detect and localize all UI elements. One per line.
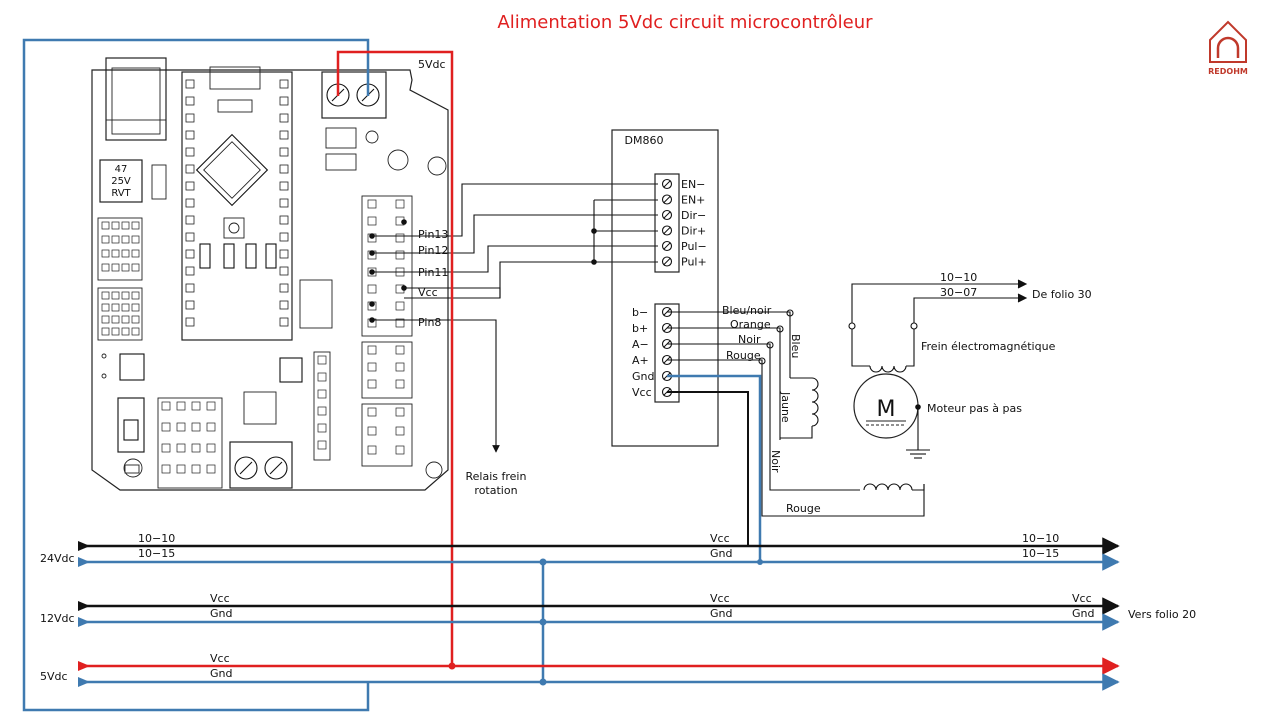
cap-marking-2: 25V [111,176,131,187]
signal-terminal-label: Pul− [681,240,707,253]
driver-vcc-wire [667,391,749,546]
rail-12v [78,597,1120,631]
pin12-label: Pin12 [418,244,448,257]
electromagnetic-brake [848,279,1028,373]
winding-bleu: Bleu [789,334,802,358]
brake-from: De folio 30 [1032,288,1092,301]
power-terminal-label: Gnd [632,370,654,383]
rail-24v [78,537,1120,571]
rail-12v-bottom-mid: Gnd [710,607,732,620]
brake-wire-2: 30−07 [940,286,977,299]
rail-5v-top-left: Vcc [210,652,230,665]
power-terminal-label: Vcc [632,386,652,399]
rail-12v-dest: Vers folio 20 [1128,608,1196,621]
winding-rouge: Rouge [786,502,821,515]
power-terminal-label: b− [632,306,648,319]
diagram-title: Alimentation 5Vdc circuit microcontrôleu… [497,12,873,33]
signal-wires [372,183,658,453]
board-5v-line [336,50,454,666]
rail-24v-bottom-left: 10−15 [138,547,175,560]
gnd-bus-dots [539,558,547,686]
wire-ends [758,309,794,365]
vcc-pin-label: Vcc [418,286,438,299]
power-terminal-label: b+ [632,322,648,335]
redohm-logo: REDOHM [1208,20,1248,76]
motor-symbol: M [877,397,896,422]
junction-dots [591,228,597,265]
wire-orange: Orange [730,318,771,331]
rail-12v-top-left: Vcc [210,592,230,605]
pin8-label: Pin8 [418,316,441,329]
motor-phase-wires [667,311,925,517]
rail-5v-name: 5Vdc [40,670,68,683]
motor-winding-1 [780,377,819,439]
cap-marking-1: 47 [115,164,128,175]
signal-terminal-label: Dir+ [681,225,706,238]
dm860-driver [611,129,719,447]
arduino-board: 47 25V RVT [91,57,449,491]
rail-5v [78,657,1120,691]
motor-label: Moteur pas à pas [927,402,1022,415]
rail-12v-top-mid: Vcc [710,592,730,605]
rail-12v-bottom-left: Gnd [210,607,232,620]
brake-wire-1: 10−10 [940,271,977,284]
rail-5v-bottom-left: Gnd [210,667,232,680]
signal-terminal-label: Dir− [681,209,706,222]
board-gnd-loop [22,38,370,712]
rail-12v-name: 12Vdc [40,612,75,625]
rail-24v-top-right: 10−10 [1022,532,1059,545]
driver-name: DM860 [625,134,664,147]
rail-24v-top-mid: Vcc [710,532,730,545]
rail-24v-bottom-right: 10−15 [1022,547,1059,560]
nano-pin-rows [101,79,405,474]
brake-label: Frein électromagnétique [921,340,1056,353]
relay-label-1: Relais frein [466,470,527,483]
rail-24v-top-left: 10−10 [138,532,175,545]
rail-12v-top-right: Vcc [1072,592,1092,605]
winding-jaune: Jaune [779,391,792,423]
stepper-motor [853,373,930,459]
signal-terminal-block: EN− EN+ Dir− Dir+ Pul− Pul+ [661,178,707,269]
wire-rouge: Rouge [726,349,761,362]
winding-noir: Noir [769,450,782,473]
power-terminal-label: A+ [632,354,649,367]
board-5vdc-label: 5Vdc [418,58,446,71]
signal-terminal-label: Pul+ [681,256,707,269]
rail-24v-name: 24Vdc [40,552,75,565]
pin13-label: Pin13 [418,228,448,241]
relay-label-2: rotation [474,484,517,497]
power-terminal-label: A− [632,338,649,351]
driver-gnd-wire [667,374,762,562]
motor-winding-2 [863,483,925,491]
wire-noir: Noir [738,333,761,346]
signal-terminal-label: EN− [681,178,705,191]
wire-bleu-noir: Bleu/noir [722,304,772,317]
rail-24v-bottom-mid: Gnd [710,547,732,560]
header-pin-dots [369,219,407,323]
cap-marking-3: RVT [111,188,131,199]
rail-12v-bottom-right: Gnd [1072,607,1094,620]
logo-text: REDOHM [1208,67,1248,76]
signal-terminal-label: EN+ [681,194,705,207]
